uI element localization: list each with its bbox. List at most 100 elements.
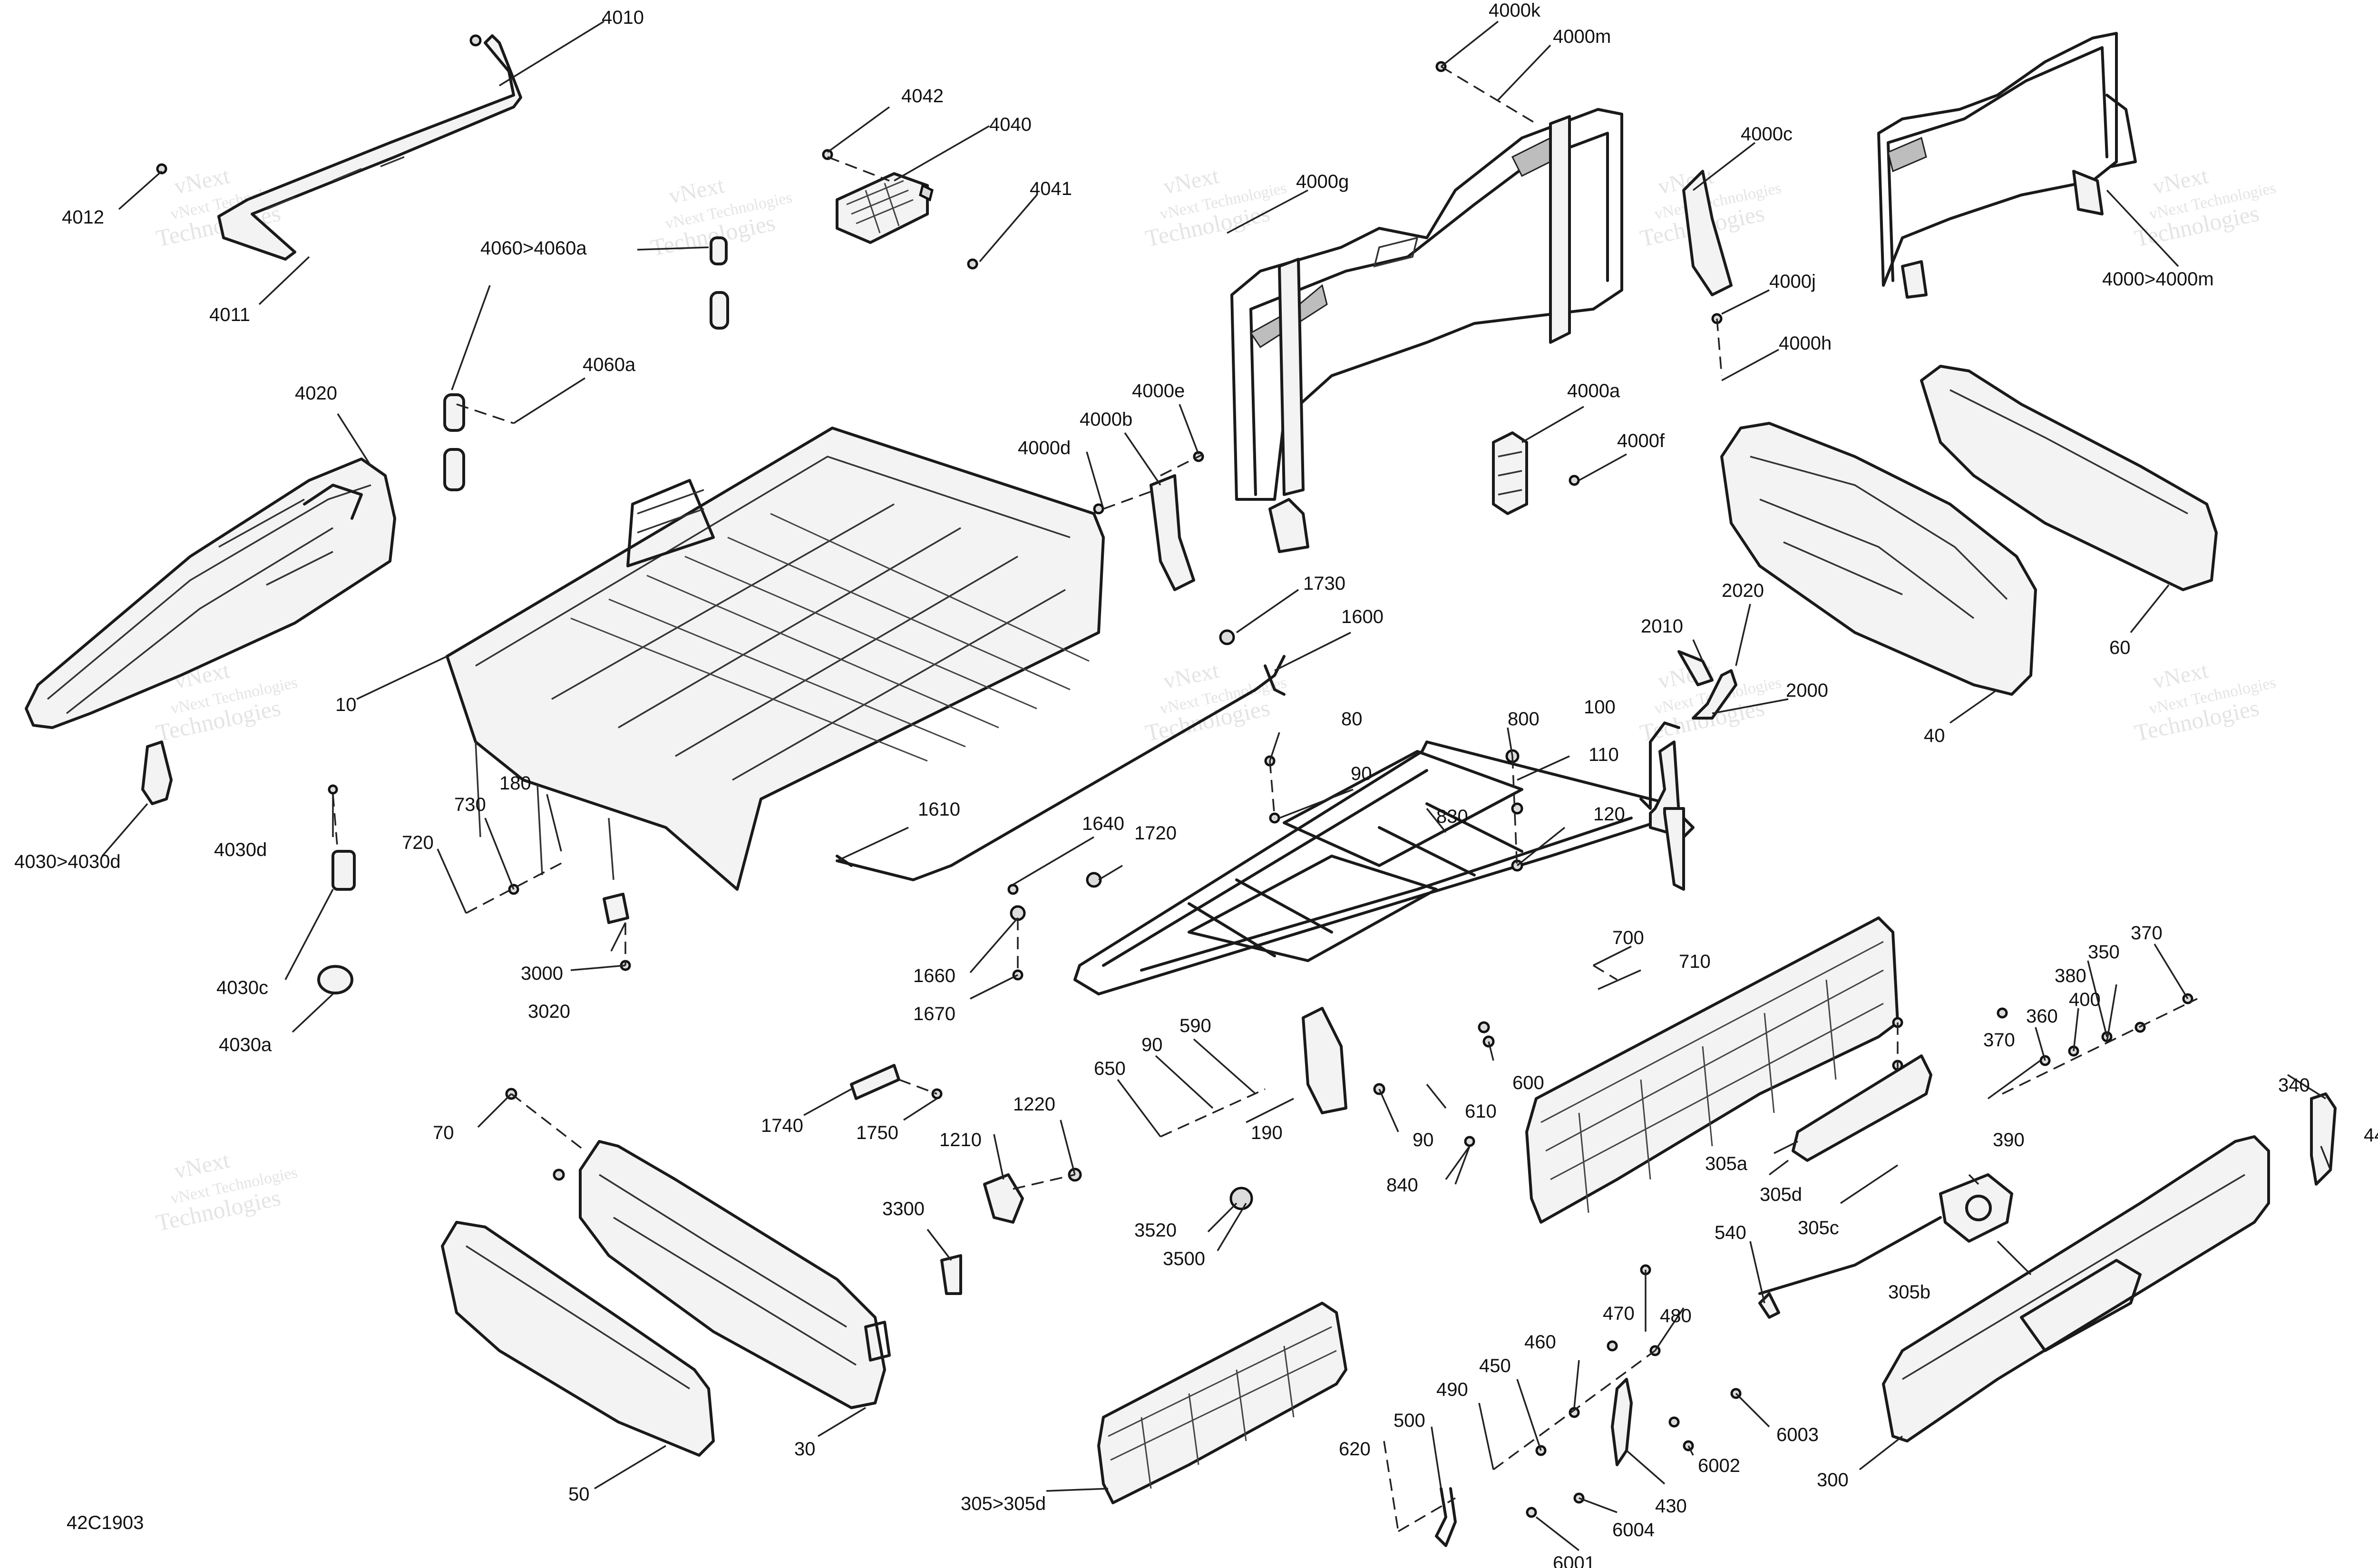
callout-1210: 1210 (939, 1130, 982, 1150)
figure-id: 42C1903 (67, 1512, 144, 1533)
callout-305c: 305c (1798, 1217, 1839, 1238)
part-4060-grommets (443, 236, 729, 491)
callout-50: 50 (568, 1484, 590, 1505)
callout-4000a: 4000a (1567, 380, 1620, 401)
callout-4000f: 4000f (1617, 430, 1665, 451)
callout-430: 430 (1655, 1496, 1687, 1517)
part-800-frame (1073, 721, 1695, 1114)
part-4000-bulkhead-frame (1230, 108, 1623, 553)
callout-4000-4000m: 4000>4000m (2102, 269, 2214, 290)
part-4000b-bracket (1150, 474, 1195, 591)
part-1610-rod (836, 655, 1286, 881)
part-60-side-cover (1920, 365, 2218, 591)
callout-370-b: 370 (1983, 1030, 2015, 1051)
callout-4042: 4042 (901, 86, 944, 107)
callout-710: 710 (1679, 951, 1711, 972)
callout-4000g: 4000g (1296, 171, 1349, 192)
callout-490: 490 (1436, 1379, 1468, 1400)
callout-90-b: 90 (1141, 1034, 1163, 1055)
callout-305a: 305a (1705, 1153, 1748, 1174)
callout-labels: 4010 4012 4011 4042 4040 4041 4060>4060a… (14, 0, 2378, 1568)
callout-4060-4060a: 4060>4060a (480, 238, 587, 259)
part-drawings (25, 32, 2337, 1547)
callout-3000: 3000 (521, 963, 563, 984)
callout-1660: 1660 (913, 965, 955, 986)
callout-4011: 4011 (209, 304, 250, 325)
callout-440: 440 (2364, 1125, 2378, 1146)
callout-470: 470 (1603, 1303, 1635, 1324)
callout-1600: 1600 (1341, 606, 1384, 627)
watermark-text: vNext (1161, 658, 1221, 694)
callout-4000e: 4000e (1132, 380, 1185, 401)
part-305b-latch (1758, 1054, 2013, 1295)
callout-3520: 3520 (1134, 1220, 1177, 1241)
callout-120: 120 (1593, 804, 1625, 825)
callout-4000c: 4000c (1741, 124, 1793, 145)
callout-1640: 1640 (1082, 813, 1124, 834)
callout-500: 500 (1394, 1410, 1425, 1431)
callout-390: 390 (1993, 1130, 2025, 1150)
callout-6003: 6003 (1776, 1424, 1819, 1445)
part-500-cable (1435, 1487, 1457, 1547)
callout-1610: 1610 (918, 799, 960, 820)
callout-2020: 2020 (1722, 580, 1764, 601)
part-4010-bracket (217, 34, 522, 261)
callout-6004: 6004 (1612, 1519, 1655, 1540)
callout-300: 300 (1817, 1470, 1849, 1490)
watermark-text: vNext (172, 163, 232, 199)
callout-305b: 305b (1888, 1282, 1930, 1303)
callout-1740: 1740 (761, 1115, 803, 1136)
callout-4020: 4020 (295, 383, 337, 404)
watermark-text: vNext (667, 173, 727, 209)
callout-4000d: 4000d (1018, 438, 1071, 458)
part-305-grille (1097, 1302, 1347, 1504)
callout-60: 60 (2109, 637, 2131, 658)
callout-4012: 4012 (62, 207, 104, 228)
callout-1720: 1720 (1134, 823, 1177, 844)
callout-10: 10 (335, 694, 357, 715)
callout-350: 350 (2088, 942, 2120, 963)
callout-700: 700 (1612, 927, 1644, 948)
callout-400: 400 (2069, 989, 2101, 1010)
callout-180: 180 (499, 773, 531, 794)
callout-370-a: 370 (2131, 923, 2163, 944)
callout-90-c: 90 (1413, 1130, 1434, 1150)
callout-840: 840 (1386, 1175, 1418, 1196)
callout-650: 650 (1094, 1058, 1126, 1079)
callout-4000b: 4000b (1080, 409, 1132, 430)
callout-80: 80 (1341, 709, 1363, 730)
watermark-text: vNext (172, 1148, 232, 1184)
callout-2000: 2000 (1786, 680, 1828, 701)
callout-460: 460 (1524, 1332, 1556, 1353)
callout-4030a: 4030a (219, 1034, 272, 1055)
part-4020-side-box (25, 458, 396, 729)
part-10-cargo-bed (446, 427, 1105, 891)
callout-110: 110 (1589, 744, 1619, 765)
callout-830: 830 (1436, 806, 1468, 827)
callout-4030-4030d: 4030>4030d (14, 851, 121, 872)
callout-4030c: 4030c (216, 977, 268, 998)
callout-30: 30 (794, 1439, 816, 1460)
callout-4060a: 4060a (583, 354, 636, 375)
part-4000c-bracket (1682, 170, 1733, 296)
callout-4010: 4010 (602, 7, 644, 28)
part-305-tailgate-inner (1525, 916, 1899, 1224)
callout-4000k: 4000k (1489, 0, 1541, 21)
callout-730: 730 (454, 794, 486, 815)
callout-6002: 6002 (1698, 1455, 1740, 1476)
callout-4000j: 4000j (1769, 271, 1816, 292)
callout-6001: 6001 (1553, 1553, 1595, 1568)
part-4000-small-frame (1877, 32, 2137, 299)
callout-450: 450 (1479, 1355, 1511, 1376)
callout-1750: 1750 (856, 1122, 898, 1143)
part-4030-handle (141, 740, 356, 994)
watermark-text: vNext (2151, 658, 2211, 694)
callout-90-a: 90 (1351, 763, 1372, 784)
callout-4000m: 4000m (1553, 26, 1611, 47)
callout-610: 610 (1465, 1101, 1497, 1122)
